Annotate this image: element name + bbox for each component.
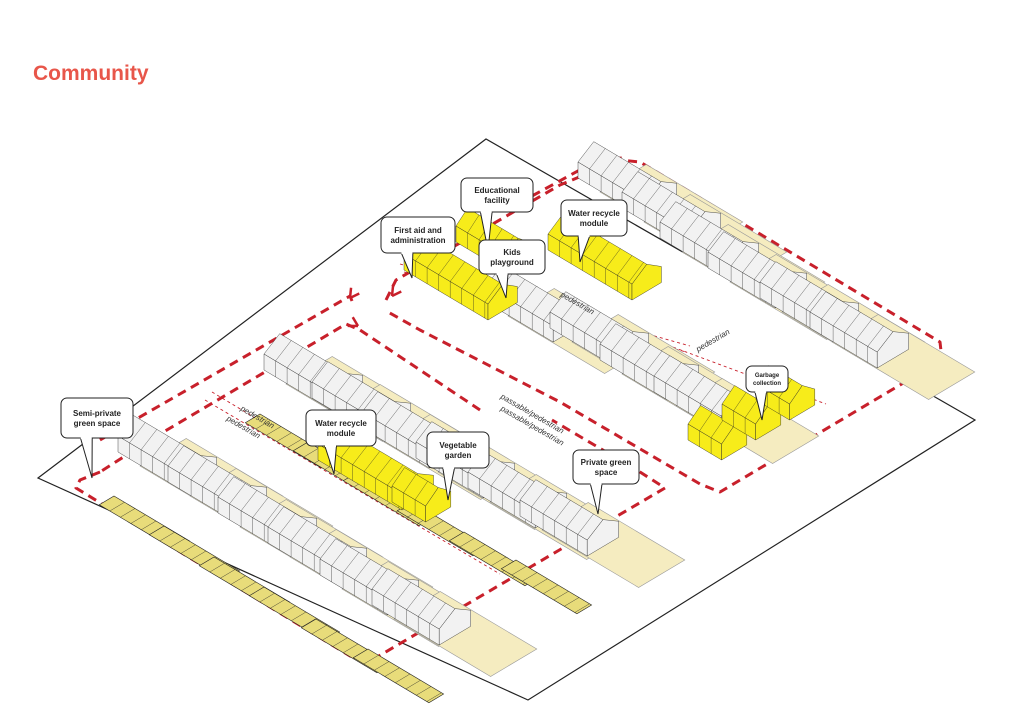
callout-label: Private green [581, 458, 632, 467]
house [809, 291, 909, 369]
callout-label: module [327, 429, 356, 438]
callout-label: Educational [474, 186, 519, 195]
green-space-strip [352, 648, 445, 704]
site-platform [36, 138, 977, 701]
page-title: Community [33, 62, 149, 85]
house [519, 479, 619, 557]
callout-label: Water recycle [568, 209, 620, 218]
callout-label: facility [484, 196, 510, 205]
callout-label: garden [445, 451, 472, 460]
callout-label: module [580, 219, 609, 228]
garbage-collection-callout: Garbage collection [745, 365, 789, 421]
route-arrow [347, 316, 360, 328]
callout-label: Kids [503, 248, 521, 257]
garbage-collection-unit [687, 405, 747, 461]
callout-label: Garbage [755, 373, 780, 379]
callout-label: playground [490, 258, 534, 267]
callout-label: administration [390, 236, 445, 245]
utility-module [391, 467, 451, 523]
site-ground [36, 138, 977, 701]
garbage-collection-unit [721, 385, 781, 441]
callout-label: Water recycle [315, 419, 367, 428]
callout-label: Semi-private [73, 409, 122, 418]
buildings [117, 141, 909, 646]
callout-label: space [595, 468, 618, 477]
route-arrow [390, 285, 402, 298]
house [371, 568, 471, 646]
callout-label: Vegetable [439, 441, 477, 450]
callout-label: collection [753, 381, 781, 387]
callout-label: green space [74, 419, 121, 428]
green-space-strip [500, 559, 593, 615]
callout-label: First aid and [394, 226, 442, 235]
route-arrow [348, 287, 360, 300]
